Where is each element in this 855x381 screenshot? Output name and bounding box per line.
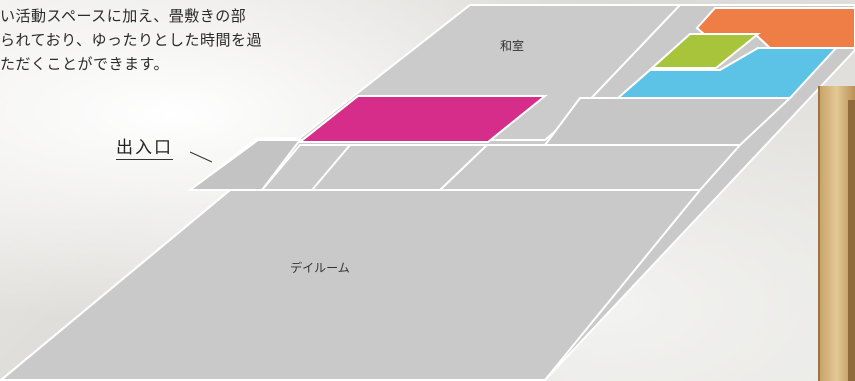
magenta-area: [297, 95, 548, 143]
day-room-label: デイルーム: [290, 260, 350, 275]
lime-area: [649, 33, 761, 69]
partition-line-2: [439, 144, 488, 191]
washitsu-label: 和室: [500, 38, 524, 53]
intro-line-3: ただくことができます。: [0, 55, 170, 73]
partition-line-1: [311, 144, 351, 191]
entrance-pointer: [189, 151, 213, 163]
middle-strip: [259, 144, 743, 191]
intro-line-2: られており、ゆったりとした時間を過: [0, 31, 263, 49]
intro-line-1: い活動スペースに加え、畳敷きの部: [0, 7, 247, 25]
entrance-label: 出入口: [116, 133, 173, 160]
intro-text: い活動スペースに加え、畳敷きの部 られており、ゆったりとした時間を過 ただくこと…: [0, 4, 330, 76]
photo-frame: [848, 100, 855, 381]
day-room: [0, 189, 703, 381]
orange-area: [695, 7, 855, 49]
